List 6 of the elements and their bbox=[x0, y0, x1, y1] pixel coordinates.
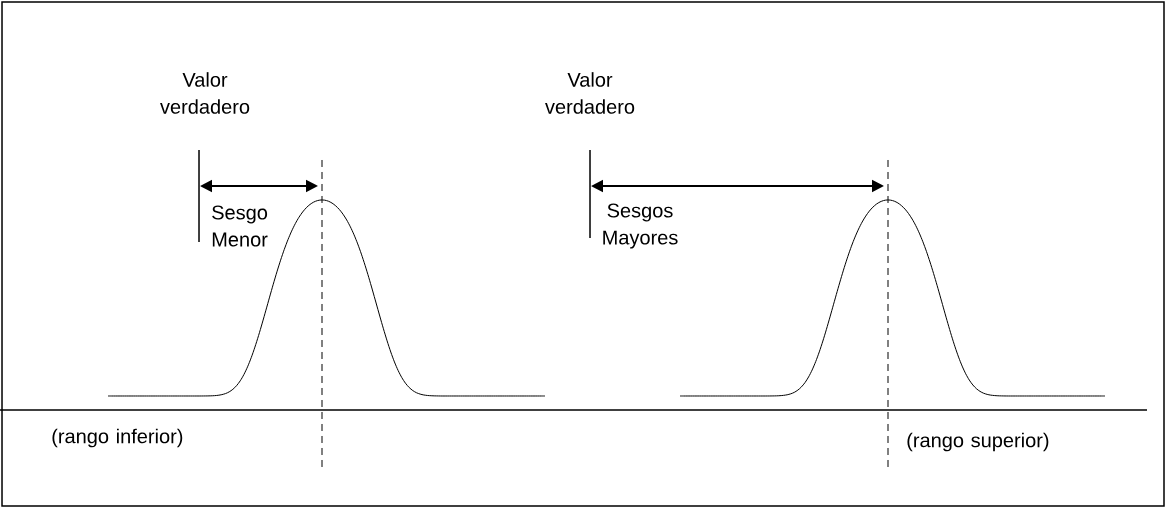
label: (rango inferior) bbox=[52, 428, 183, 448]
label: Sesgo Menor bbox=[212, 205, 268, 247]
label: Valor verdadero bbox=[545, 72, 635, 114]
label: Sesgos Mayores bbox=[603, 203, 678, 249]
label: Valor verdadero bbox=[160, 72, 250, 114]
label: (rango superior) bbox=[907, 432, 1049, 452]
